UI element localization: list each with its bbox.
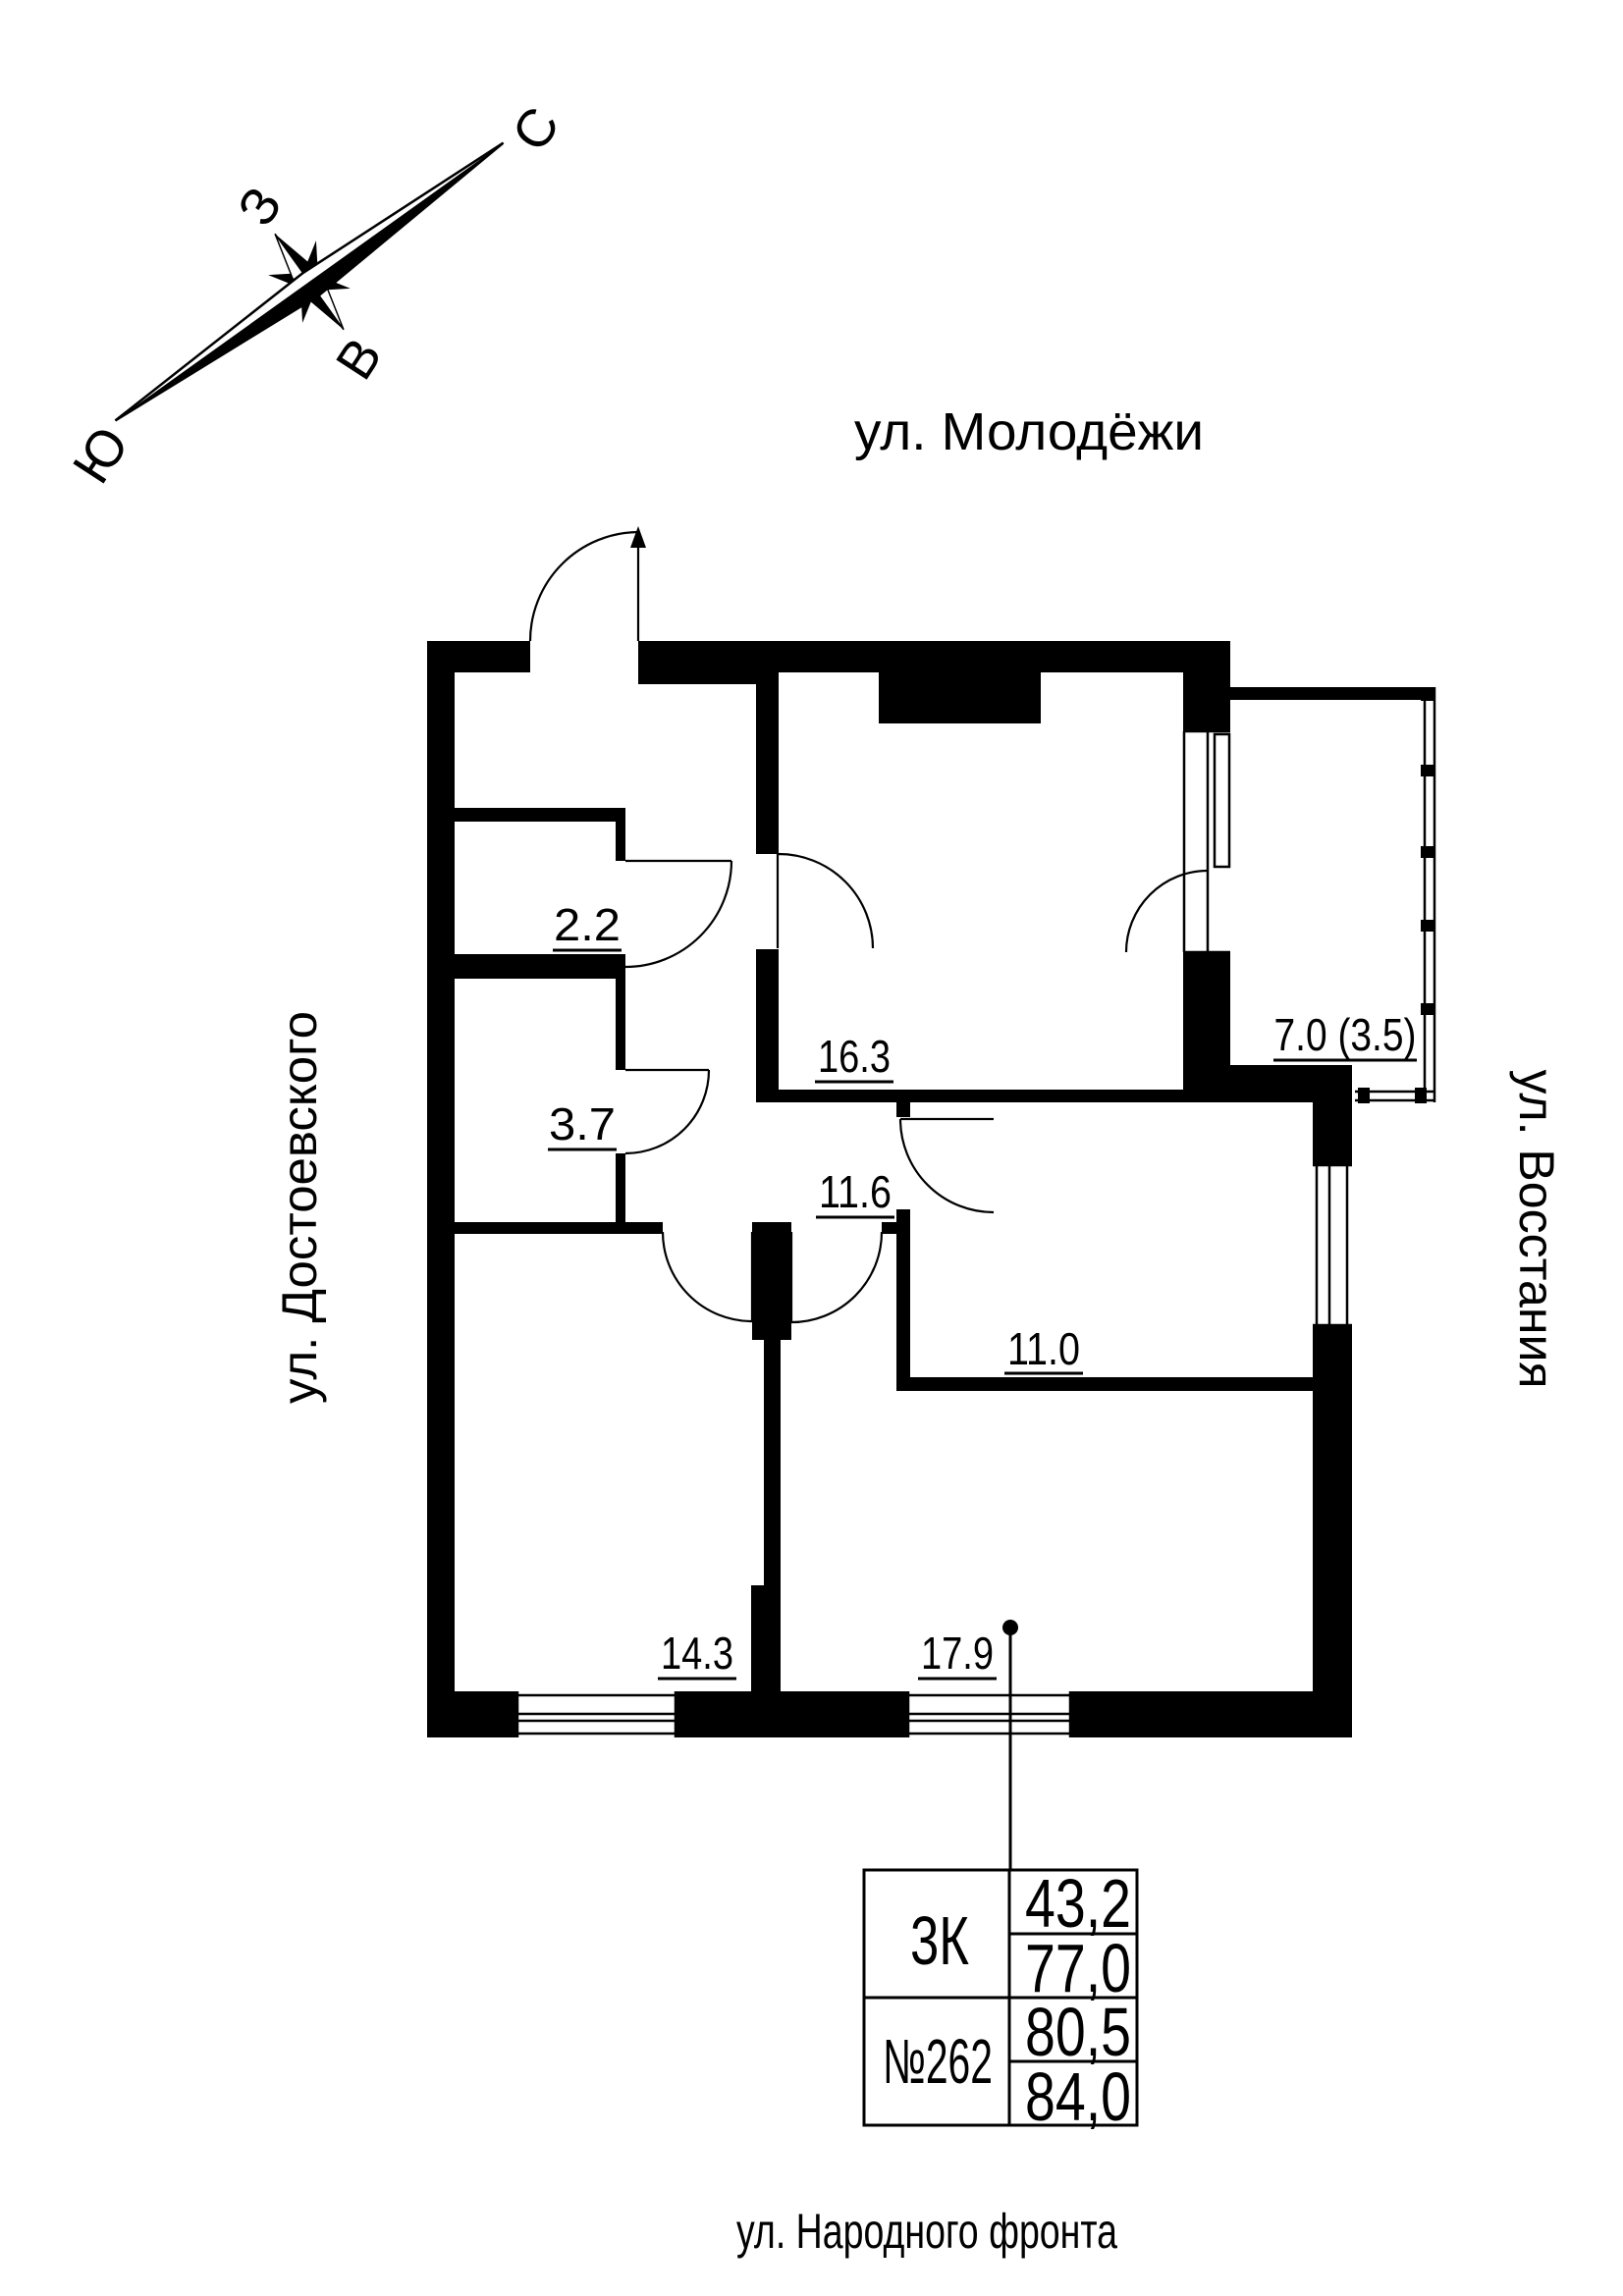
room-label-balcony: 7.0 (3.5): [1274, 1009, 1417, 1060]
wall-segments: [427, 641, 1434, 1737]
door-balcony: [1124, 869, 1209, 953]
door-bathroom: [624, 1068, 711, 1155]
balcony-sliding-sash: [1213, 732, 1231, 869]
compass-needle-fill: [115, 142, 504, 421]
walls: [427, 641, 1434, 1737]
window-bottom-right: [906, 1691, 1072, 1737]
compass-letter-north: С: [501, 97, 571, 161]
area-cell-2: 77,0: [1025, 1930, 1131, 2006]
balcony-glazing: [1355, 687, 1436, 1102]
door-room-11-0: [898, 1117, 995, 1214]
area-cell-total: 84,0: [1025, 2058, 1131, 2135]
street-label-top: ул. Молодёжи: [854, 402, 1204, 461]
compass-letter-south: Ю: [62, 416, 140, 493]
compass-letter-east: В: [325, 328, 394, 390]
compass-needle: [114, 141, 505, 422]
area-cell-living: 43,2: [1025, 1865, 1131, 1942]
apartment-number-cell: №262: [883, 2026, 993, 2097]
window-bottom-left: [515, 1691, 677, 1737]
street-labels: ул. Молодёжи ул. Народного фронта ул. До…: [272, 402, 1564, 2259]
compass-letter-west: З: [227, 178, 294, 237]
entry-door: [528, 526, 646, 642]
info-table: 3К №262 43,2 77,0 80,5 84,0: [862, 1865, 1139, 2135]
room-label-11-6: 11.6: [819, 1166, 892, 1217]
door-room-17-9: [789, 1231, 884, 1324]
room-label-3-7: 3.7: [549, 1098, 616, 1149]
street-label-bottom: ул. Народного фронта: [736, 2204, 1117, 2259]
door-kitchen: [776, 852, 875, 949]
street-label-left: ул. Достоевского: [272, 1011, 327, 1404]
entry-door-arrow-icon: [630, 526, 646, 548]
door-room-14-3: [661, 1231, 754, 1323]
info-table-grid: [864, 1870, 1137, 2125]
room-label-16-3: 16.3: [818, 1031, 891, 1082]
door-closet: [624, 859, 733, 969]
room-area-labels: 2.2 3.7 16.3 11.6 11.0 7.0 (3.5) 14.3 17…: [548, 899, 1417, 1681]
compass-rose: С З В Ю: [62, 97, 571, 494]
room-label-14-3: 14.3: [661, 1628, 733, 1679]
room-label-2-2: 2.2: [554, 899, 621, 950]
room-label-11-0: 11.0: [1007, 1323, 1080, 1374]
window-right-wall: [1313, 1163, 1352, 1327]
apartment-type-cell: 3К: [910, 1902, 969, 1979]
window-balcony-doorwall: [1182, 729, 1230, 954]
street-label-right: ул. Восстания: [1509, 1070, 1564, 1389]
doors: [528, 526, 1209, 1324]
area-cell-3: 80,5: [1025, 1994, 1131, 2070]
room-label-17-9: 17.9: [921, 1628, 994, 1679]
windows: [515, 687, 1436, 1737]
leader-line: [1002, 1620, 1018, 1870]
